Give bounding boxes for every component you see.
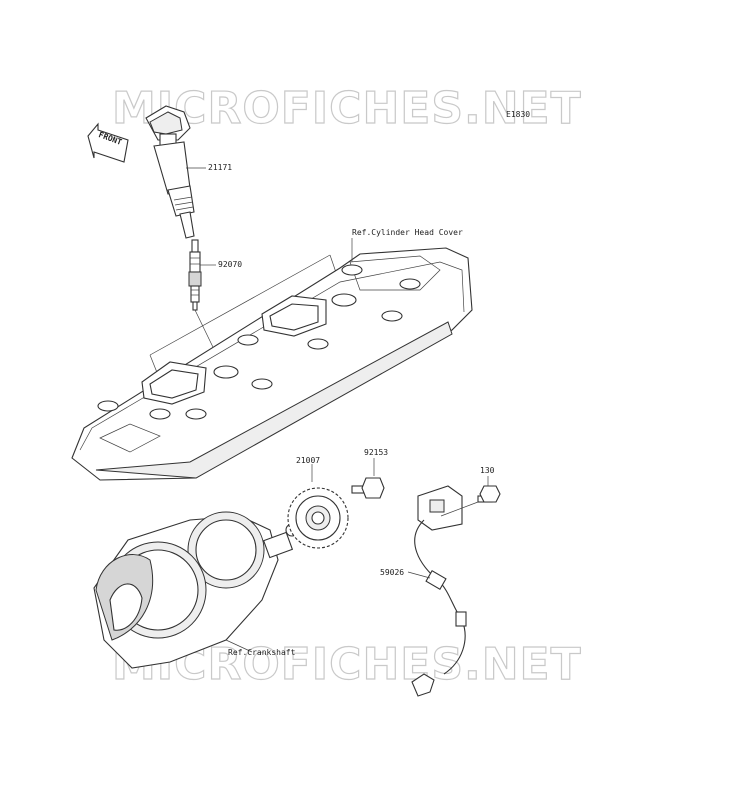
rotor-bolt xyxy=(351,477,385,499)
cylinder-head-cover xyxy=(71,247,473,481)
part-number-92153[interactable]: 92153 xyxy=(364,448,389,457)
ref-crankshaft: Ref.Crankshaft xyxy=(228,648,296,657)
part-number-92070[interactable]: 92070 xyxy=(218,260,243,269)
ignition-coil xyxy=(145,105,195,239)
part-number-130[interactable]: 130 xyxy=(480,466,495,475)
part-number-59026[interactable]: 59026 xyxy=(380,568,405,577)
part-number-21007[interactable]: 21007 xyxy=(296,456,321,465)
watermark-top: MICROFICHES.NET xyxy=(111,83,582,134)
front-arrow-icon xyxy=(87,122,129,163)
crankshaft xyxy=(93,511,299,669)
spark-plug xyxy=(188,239,202,311)
diagram-code: E1830 xyxy=(506,110,531,119)
crankshaft-sensor xyxy=(411,485,479,697)
ref-cylinder-head-cover: Ref.Cylinder Head Cover xyxy=(352,228,463,237)
sensor-bolt xyxy=(477,485,501,503)
timing-rotor xyxy=(287,487,349,549)
part-number-21171[interactable]: 21171 xyxy=(208,163,233,172)
